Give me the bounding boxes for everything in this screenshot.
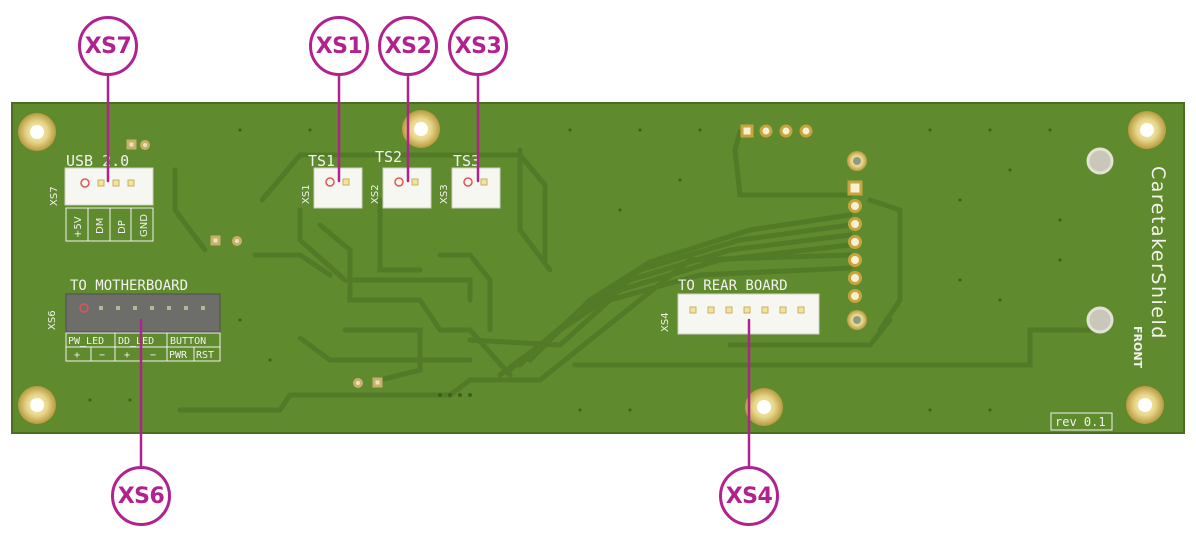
xs7-ref: XS7 [49,186,60,206]
callout-xs4: XS4 [719,466,779,526]
header-7pin [847,151,867,330]
motherboard-label: TO MOTHERBOARD [70,278,188,294]
revision-box [1050,412,1113,431]
usb-pin-2: DM [95,218,106,234]
mounting-hole-tl [18,113,56,151]
ts3-label: TS3 [453,152,480,170]
board-name: CaretakerShield [1147,166,1169,340]
usb-pin-1: +5V [73,216,84,238]
header-4pin [740,124,813,138]
xs4-ref: XS4 [660,312,671,332]
xs6-ref: XS6 [47,310,58,330]
usb-label: USB 2.0 [66,152,129,170]
grey-holes [1086,147,1114,334]
mb-pin-5: PWR [169,350,188,361]
mounting-holes [18,110,1166,426]
mb-group-3: BUTTON [170,336,206,347]
callout-xs7: XS7 [78,16,138,76]
mb-pin-3: + [124,350,130,361]
mb-pin-4: − [150,350,156,361]
mb-pin-1: + [74,350,80,361]
xs1-ref: XS1 [301,184,312,204]
ts3-connector: TS3 XS3 [439,152,501,209]
callout-xs7-label: XS7 [84,33,132,59]
mounting-hole-br [1126,386,1164,424]
pcb-board [11,102,1185,434]
callout-xs6: XS6 [111,466,171,526]
usb-pin-4: GND [139,214,150,237]
mounting-hole-tr [1128,111,1166,149]
rear-label: TO REAR BOARD [678,278,788,294]
mounting-hole-bc [745,388,783,426]
mb-group-1: PW_LED [68,336,104,347]
mb-group-2: DD_LED [118,336,154,347]
leader-lines [106,74,751,468]
callout-xs1: XS1 [309,16,369,76]
mb-pin-2: − [99,350,105,361]
xs3-ref: XS3 [439,184,450,204]
traces [172,129,1098,413]
ts2-label: TS2 [375,148,402,166]
callout-xs2: XS2 [378,16,438,76]
revision-label: rev 0.1 [1055,415,1106,429]
mounting-hole-tc [402,110,440,148]
small-pads [126,139,383,388]
xs2-ref: XS2 [370,184,381,204]
usb-pin-3: DP [117,220,128,234]
mounting-hole-bl [18,386,56,424]
callout-xs4-label: XS4 [725,483,773,509]
vias [88,128,1062,412]
ts1-label: TS1 [308,152,335,170]
callout-xs2-label: XS2 [384,33,432,59]
callout-xs3-label: XS3 [454,33,502,59]
mb-pin-6: RST [196,350,214,361]
board-side: FRONT [1131,326,1144,369]
motherboard-connector: TO MOTHERBOARD XS6 PW_LED DD_LED BUTTON … [47,278,221,362]
callout-xs3: XS3 [448,16,508,76]
callout-xs6-label: XS6 [117,483,165,509]
callout-xs1-label: XS1 [315,33,363,59]
